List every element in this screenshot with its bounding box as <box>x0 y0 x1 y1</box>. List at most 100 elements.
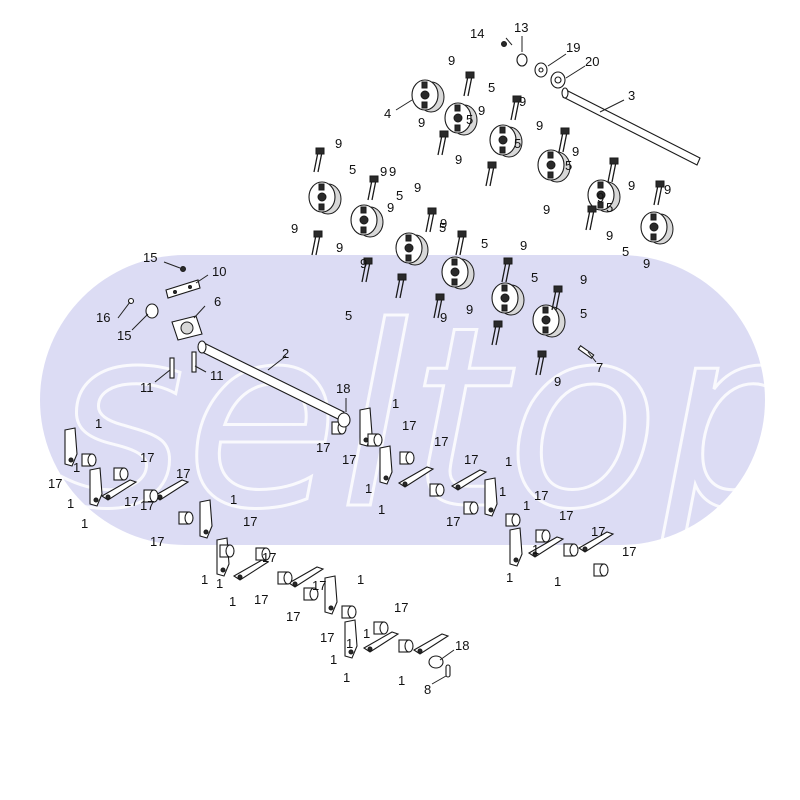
callout-17-73: 17 <box>286 609 300 624</box>
pin-9-16 <box>433 293 445 319</box>
bushing-17-10 <box>373 621 389 635</box>
callout-1-50: 1 <box>392 396 399 411</box>
callout-9-34: 9 <box>606 228 613 243</box>
callout-1-54: 1 <box>499 484 506 499</box>
callout-9-22: 9 <box>291 221 298 236</box>
callout-20: 20 <box>585 54 599 69</box>
callout-17-82: 17 <box>534 488 548 503</box>
pin-9-17 <box>491 320 503 346</box>
pin-7 <box>577 345 595 359</box>
bushing-17-15 <box>463 501 479 515</box>
callout-17-65: 17 <box>48 476 62 491</box>
callout-2: 2 <box>282 346 289 361</box>
blade-1-1 <box>64 427 78 467</box>
callout-9-28: 9 <box>440 310 447 325</box>
blade-1-16 <box>450 469 488 491</box>
blade-1-7 <box>232 559 270 581</box>
callout-9-38: 9 <box>360 256 367 271</box>
blade-1-3 <box>100 479 138 501</box>
bushing-17-14 <box>429 483 445 497</box>
bushing-17-12 <box>367 433 383 447</box>
callout-13: 13 <box>514 20 528 35</box>
blade-1-5 <box>199 499 213 539</box>
callout-9-39: 9 <box>387 200 394 215</box>
callout-7: 7 <box>596 360 603 375</box>
callout-17-64: 17 <box>140 450 154 465</box>
callout-5-9: 5 <box>439 220 446 235</box>
hub-4 <box>411 79 445 113</box>
callout-1-51: 1 <box>365 481 372 496</box>
bushing-17-19 <box>593 563 609 577</box>
blade-1-20 <box>577 531 615 553</box>
callout-9-24: 9 <box>572 144 579 159</box>
pin-9-7 <box>653 180 665 206</box>
callout-1-42: 1 <box>73 460 80 475</box>
callout-17-77: 17 <box>402 418 416 433</box>
callout-5-13: 5 <box>345 308 352 323</box>
callout-5-12: 5 <box>580 306 587 321</box>
watermark-text: seltop <box>55 273 800 564</box>
callout-1-53: 1 <box>505 454 512 469</box>
bushing-17-4 <box>178 511 194 525</box>
rotor-hubs <box>308 79 674 338</box>
callout-17-78: 17 <box>316 440 330 455</box>
callout-5-6: 5 <box>622 244 629 259</box>
watermark-band <box>40 255 765 545</box>
bushing-17-9 <box>341 605 357 619</box>
callout-9-33: 9 <box>643 256 650 271</box>
callout-1-48: 1 <box>330 652 337 667</box>
blade-1-11 <box>362 631 400 653</box>
callout-1-58: 1 <box>554 574 561 589</box>
callout-5-3: 5 <box>514 136 521 151</box>
callout-8: 8 <box>424 682 431 697</box>
callout-4: 4 <box>384 106 391 121</box>
bushing-17-6 <box>255 547 271 561</box>
callout-17-86: 17 <box>342 452 356 467</box>
screw-12 <box>180 266 186 272</box>
pin-9-8 <box>313 147 325 173</box>
callout-1-56: 1 <box>532 542 539 557</box>
pin-9-3 <box>437 130 449 156</box>
callout-17-75: 17 <box>320 630 334 645</box>
pin-9-20 <box>585 205 597 231</box>
pin-9-11 <box>455 230 467 256</box>
bushing-17-8 <box>303 587 319 601</box>
callout-5-2: 5 <box>466 112 473 127</box>
callout-9-16: 9 <box>418 115 425 130</box>
pin-9-6 <box>607 157 619 183</box>
blade-1-19 <box>527 536 565 558</box>
rotor-hub-5 <box>587 179 621 213</box>
rotor-hub-6 <box>640 211 674 245</box>
bushing-17-2 <box>113 467 129 481</box>
callout-9-29: 9 <box>466 302 473 317</box>
pin-9-15 <box>501 257 513 283</box>
callout-19: 19 <box>566 40 580 55</box>
callout-1-60: 1 <box>67 496 74 511</box>
blade-1-8 <box>287 566 325 588</box>
callout-9-32: 9 <box>597 190 604 205</box>
callout-11-a: 11 <box>140 380 154 395</box>
callout-5-10: 5 <box>481 236 488 251</box>
pin-9-13 <box>361 257 373 283</box>
pin-9-4 <box>485 161 497 187</box>
callout-18-upper: 18 <box>336 381 350 396</box>
rotor-hub-2 <box>444 102 478 136</box>
callout-1-44: 1 <box>230 492 237 507</box>
bolt-11-b <box>191 351 197 373</box>
callout-9-21: 9 <box>440 216 447 231</box>
callout-1-55: 1 <box>523 498 530 513</box>
rotor-hub-7 <box>308 181 342 215</box>
blade-1-10 <box>344 619 358 659</box>
nut-14 <box>501 41 507 47</box>
callout-9-27: 9 <box>520 238 527 253</box>
callout-1-45: 1 <box>216 576 223 591</box>
callout-9-26: 9 <box>664 182 671 197</box>
callout-9-40: 9 <box>536 118 543 133</box>
callout-17-81: 17 <box>446 514 460 529</box>
washer-15 <box>145 303 159 319</box>
rotor-hub-10 <box>441 256 475 290</box>
callout-numbers: 14 13 19 20 3 4 2 18 15 10 6 16 15 11 11… <box>96 20 635 697</box>
pin-9-9 <box>367 175 379 201</box>
